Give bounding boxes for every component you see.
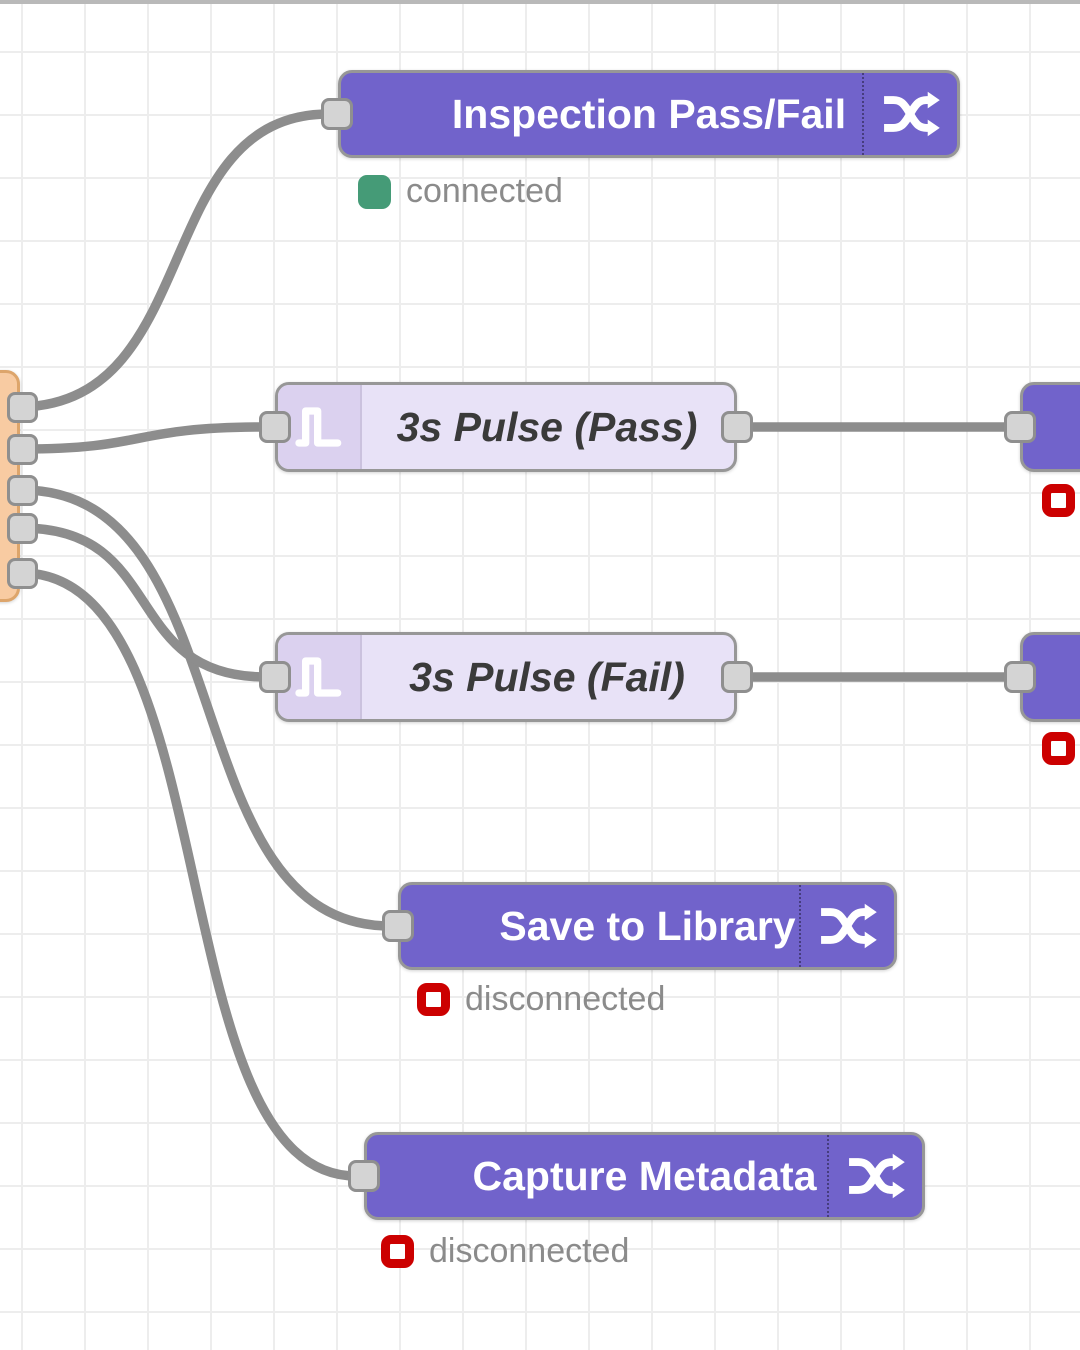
- inspection-input-port[interactable]: [321, 98, 353, 130]
- pulse-fail-output-port[interactable]: [721, 661, 753, 693]
- node-label: Capture Metadata: [472, 1152, 817, 1199]
- status-disconnected-icon: [381, 1235, 414, 1268]
- pulse-pass-input-port[interactable]: [259, 411, 291, 443]
- right-a-input-port[interactable]: [1004, 411, 1036, 443]
- capture-input-port[interactable]: [348, 1160, 380, 1192]
- status-connected-icon: [358, 174, 391, 209]
- source-output-port-5[interactable]: [7, 558, 38, 589]
- wire-to-inspection[interactable]: [17, 109, 334, 412]
- wire-to-pulse-pass[interactable]: [17, 422, 271, 454]
- node-inspection-pass-fail[interactable]: Inspection Pass/Fail: [338, 70, 960, 158]
- pulse-fail-input-port[interactable]: [259, 661, 291, 693]
- node-pulse-pass[interactable]: 3s Pulse (Pass): [275, 382, 737, 472]
- shuffle-icon: [799, 885, 894, 967]
- shuffle-icon: [827, 1135, 922, 1217]
- node-label: Inspection Pass/Fail: [451, 90, 847, 137]
- source-output-port-3[interactable]: [7, 475, 38, 506]
- canvas-top-edge: [0, 0, 1080, 4]
- capture-status: disconnected: [381, 1232, 629, 1271]
- wire-to-pulse-fail[interactable]: [17, 523, 271, 682]
- node-pulse-fail[interactable]: 3s Pulse (Fail): [275, 632, 737, 722]
- node-label: 3s Pulse (Fail): [409, 653, 685, 700]
- shuffle-icon: [862, 73, 957, 155]
- pulse-pass-output-port[interactable]: [721, 411, 753, 443]
- node-label: Save to Library: [499, 902, 796, 949]
- source-output-port-4[interactable]: [7, 513, 38, 544]
- source-output-port-2[interactable]: [7, 434, 38, 465]
- status-text: disconnected: [429, 1232, 630, 1270]
- inspection-status: connected: [358, 172, 563, 211]
- right-b-input-port[interactable]: [1004, 661, 1036, 693]
- node-label: 3s Pulse (Pass): [396, 403, 698, 450]
- wire-to-capture[interactable]: [17, 568, 361, 1181]
- status-disconnected-icon: [417, 983, 450, 1016]
- status-disconnected-icon: [1042, 484, 1075, 517]
- pulse-wave-icon: [278, 385, 362, 469]
- wire-to-save[interactable]: [17, 485, 395, 931]
- node-capture-metadata[interactable]: Capture Metadata: [364, 1132, 925, 1220]
- node-save-to-library[interactable]: Save to Library: [398, 882, 897, 970]
- status-disconnected-icon: [1042, 732, 1075, 765]
- pulse-wave-icon: [278, 635, 362, 719]
- source-output-port-1[interactable]: [7, 392, 38, 423]
- save-input-port[interactable]: [382, 910, 414, 942]
- status-text: disconnected: [465, 980, 666, 1018]
- save-status: disconnected: [417, 980, 665, 1019]
- status-text: connected: [406, 172, 563, 210]
